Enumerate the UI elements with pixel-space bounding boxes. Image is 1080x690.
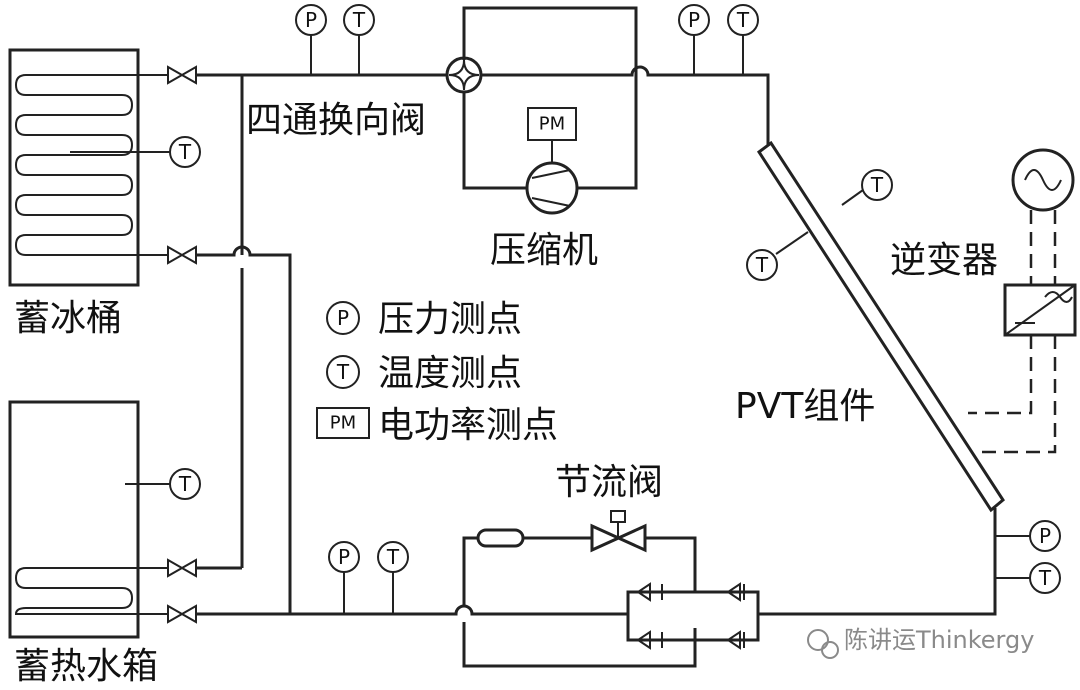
filter-drier: [476, 528, 525, 548]
ac-to-inverter-links: [1029, 210, 1057, 285]
pvt-to-inverter-links: [968, 335, 1057, 454]
svg-text:P: P: [338, 545, 350, 569]
hot-tank-temp-sensor: T: [169, 468, 201, 500]
top-pressure-sensor-2: P: [678, 4, 710, 36]
svg-text:T: T: [336, 360, 350, 384]
valve-hot-top: [167, 558, 197, 578]
pvt-t1-lead: [841, 189, 864, 206]
legend-temperature-label: 温度测点: [378, 353, 522, 394]
watermark: 陈讲运Thinkergy: [807, 626, 1034, 659]
inverter-label: 逆变器: [890, 240, 998, 281]
four-way-valve: [445, 56, 483, 94]
top-temp-sensor-2: T: [727, 4, 759, 36]
ice-tank-label: 蓄冰桶: [14, 298, 122, 339]
ice-tank: [8, 48, 140, 287]
svg-text:T: T: [755, 253, 769, 277]
pvt-label: PVT组件: [735, 386, 875, 427]
legend-power-symbol: PM: [316, 407, 370, 439]
svg-text:T: T: [178, 472, 192, 496]
four-way-valve-label: 四通换向阀: [246, 100, 426, 141]
valve-ice-bottom: [167, 245, 197, 265]
svg-text:P: P: [305, 8, 317, 32]
inverter: [1003, 283, 1077, 337]
valve-hot-bottom: [167, 604, 197, 624]
hot-tank-coil: [14, 567, 175, 615]
power-meter: PM: [527, 107, 577, 141]
top-pressure-sensor-1: P: [295, 4, 327, 36]
svg-text:T: T: [1038, 566, 1052, 590]
svg-text:P: P: [337, 306, 349, 330]
pvt-temp-sensor-1: T: [861, 169, 893, 201]
pipe-bottom-main: [196, 604, 628, 616]
compressor: [525, 161, 579, 215]
svg-text:T: T: [870, 173, 884, 197]
legend: P 压力测点 T 温度测点 PM 电功率测点: [316, 299, 558, 446]
ac-source: [1011, 148, 1075, 212]
svg-text:P: P: [688, 8, 700, 32]
legend-temperature-symbol: T: [326, 355, 360, 389]
check-valve-bridge: [626, 582, 760, 650]
svg-text:T: T: [352, 8, 366, 32]
svg-text:P: P: [1039, 524, 1051, 548]
legend-power-label: 电功率测点: [378, 405, 558, 446]
watermark-text: 陈讲运Thinkergy: [844, 626, 1034, 654]
top-temp-sensor-1: T: [343, 4, 375, 36]
svg-text:T: T: [178, 140, 192, 164]
ice-tank-coil: [14, 74, 175, 256]
compressor-label: 压缩机: [490, 230, 598, 271]
svg-text:PM: PM: [330, 413, 356, 434]
throttle-loop: [462, 536, 697, 668]
compressor-loop: [462, 6, 638, 190]
pvt-temp-sensor-2: T: [746, 249, 778, 281]
pipe-valve-right: [481, 65, 770, 145]
hot-water-tank: [8, 400, 140, 639]
pvt-out-temp-sensor: T: [1029, 562, 1061, 594]
pipe-bottom-right: [758, 508, 997, 616]
svg-text:T: T: [736, 8, 750, 32]
svg-text:T: T: [386, 545, 400, 569]
ice-tank-temp-sensor: T: [169, 136, 201, 168]
legend-pressure-symbol: P: [326, 301, 360, 335]
svg-text:PM: PM: [539, 114, 565, 135]
throttle-valve: [590, 510, 647, 553]
valve-ice-top: [167, 65, 197, 85]
hot-water-tank-label: 蓄热水箱: [14, 646, 158, 687]
bottom-pressure-sensor: P: [328, 541, 360, 573]
bottom-temp-sensor: T: [377, 541, 409, 573]
pipe-ice-return: [196, 245, 292, 614]
throttle-valve-label: 节流阀: [555, 462, 663, 503]
pvt-out-pressure-sensor: P: [1029, 520, 1061, 552]
legend-pressure-label: 压力测点: [378, 299, 522, 340]
pvt-t2-lead: [775, 231, 809, 255]
pvt-panel: [756, 140, 1005, 513]
